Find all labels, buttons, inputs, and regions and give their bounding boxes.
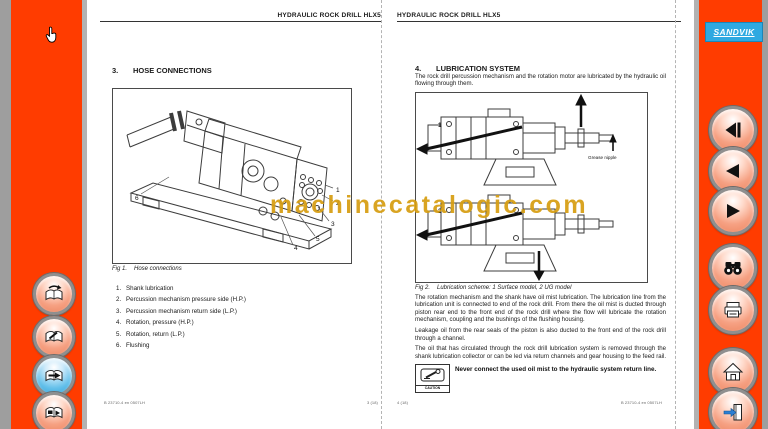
print-button[interactable] [709, 286, 757, 334]
caution-label: CAUTION [416, 385, 449, 391]
right-gray-edge [762, 0, 768, 429]
exit-button[interactable] [709, 388, 757, 429]
lubrication-body-text: The rotation mechanism and the shank hav… [415, 294, 666, 364]
grease-nipple-label: Grease nipple [588, 155, 617, 160]
figure-1-box: 1 2 3 5 4 6 [112, 88, 352, 264]
page-edge-line [675, 0, 676, 429]
caution-icon [420, 368, 445, 382]
page-fold-line [381, 0, 382, 429]
first-page-button[interactable] [709, 106, 757, 154]
figure-1-callout-3: 3 [331, 221, 335, 228]
left-section-title: HOSE CONNECTIONS [133, 66, 212, 75]
manual-section-button-4[interactable] [33, 392, 75, 429]
left-page-shadow [82, 0, 87, 429]
figure-1-callout-6: 6 [135, 195, 139, 202]
list-item: 5.Rotation, return (L.P.) [116, 330, 185, 338]
left-gray-edge [0, 0, 11, 429]
manual-section-button-1[interactable] [33, 273, 75, 315]
caution-text: Never connect the used oil mist to the h… [455, 366, 657, 373]
mouse-cursor [45, 26, 57, 43]
lubrication-intro-paragraph: The rock drill percussion mechanism and … [415, 73, 666, 88]
paragraph: Leakage oil from the rear seals of the p… [415, 327, 666, 342]
figure-2-caption-text: Lubrication scheme: 1 Surface model, 2 U… [437, 285, 572, 291]
right-page-footer-id: B 23710-4 en 0507LH [620, 400, 662, 405]
figure-2-box: 1 2 Grease nipple [415, 92, 648, 283]
list-item: 2.Percussion mechanism pressure side (H.… [116, 296, 246, 304]
search-binoculars-icon [724, 262, 742, 275]
caution-symbol-box: CAUTION [415, 364, 450, 393]
open-book-arrow-icon [45, 369, 63, 382]
sandvik-logo: SANDVIK [705, 22, 763, 42]
figure-2-label-ug: 2 [438, 208, 442, 215]
figure-2-drawing: 1 2 Grease nipple [416, 93, 617, 282]
sandvik-logo-text: SANDVIK [713, 27, 755, 37]
paragraph: The oil that has circulated through the … [415, 345, 667, 360]
figure-1-drawing: 1 2 3 5 4 6 [126, 110, 340, 252]
first-page-icon [725, 122, 741, 138]
open-book-bookmark-icon [45, 406, 63, 419]
figure-1-callout-1: 1 [336, 187, 340, 194]
next-page-icon [727, 204, 740, 218]
paragraph: The rotation mechanism and the shank hav… [415, 294, 666, 324]
exit-icon [723, 404, 742, 421]
list-item: 1.Shank lubrication [116, 285, 174, 292]
figure-2-label-surface: 1 [438, 122, 442, 129]
figure-1-callout-2: 2 [336, 200, 340, 207]
figure-2-caption: Fig 2. Lubrication scheme: 1 Surface mode… [415, 285, 571, 291]
search-button[interactable] [709, 244, 757, 292]
left-page-footer-page-number: 3 (18) [366, 400, 378, 405]
manual-section-button-3-active[interactable] [33, 355, 75, 397]
open-book-turn-icon [45, 285, 63, 301]
left-page-header: HYDRAULIC ROCK DRILL HLX5 [100, 12, 381, 22]
previous-page-icon [726, 164, 739, 178]
figure-1-caption-text: Hose connections [134, 266, 182, 272]
right-page-header: HYDRAULIC ROCK DRILL HLX5 [397, 12, 681, 22]
watermark: machinecatalogic.com [270, 191, 589, 219]
home-icon [722, 362, 744, 381]
open-book-write-icon [45, 330, 63, 343]
right-page-shadow [694, 0, 699, 429]
right-section-heading: 4. LUBRICATION SYSTEM [415, 58, 520, 76]
left-section-heading: 3. HOSE CONNECTIONS [112, 60, 212, 78]
figure-1-caption: Fig 1. Hose connections [112, 266, 182, 272]
figure-1-callout-4: 4 [294, 245, 298, 252]
figure-1-leader-lines [140, 176, 334, 246]
left-page-footer-id: B 23710-4 en 0507LH [104, 400, 146, 405]
figure-2-caption-label: Fig 2. [415, 285, 431, 291]
next-page-button[interactable] [709, 187, 757, 235]
figure-1-caption-label: Fig 1. [112, 266, 128, 272]
left-section-number: 3. [112, 66, 119, 75]
hose-connections-list: 1.Shank lubrication 2.Percussion mechani… [116, 283, 246, 351]
list-item: 4.Rotation, pressure (H.P.) [116, 319, 194, 327]
right-section-title: LUBRICATION SYSTEM [436, 64, 521, 73]
figure-1-callout-5: 5 [316, 236, 320, 243]
manual-section-button-2[interactable] [33, 316, 75, 358]
print-icon [724, 302, 742, 318]
right-section-number: 4. [415, 64, 422, 73]
right-page-footer-page-number: 4 (18) [397, 400, 409, 405]
list-item: 3.Percussion mechanism return side (L.P.… [116, 307, 237, 315]
list-item: 6.Flushing [116, 342, 150, 350]
